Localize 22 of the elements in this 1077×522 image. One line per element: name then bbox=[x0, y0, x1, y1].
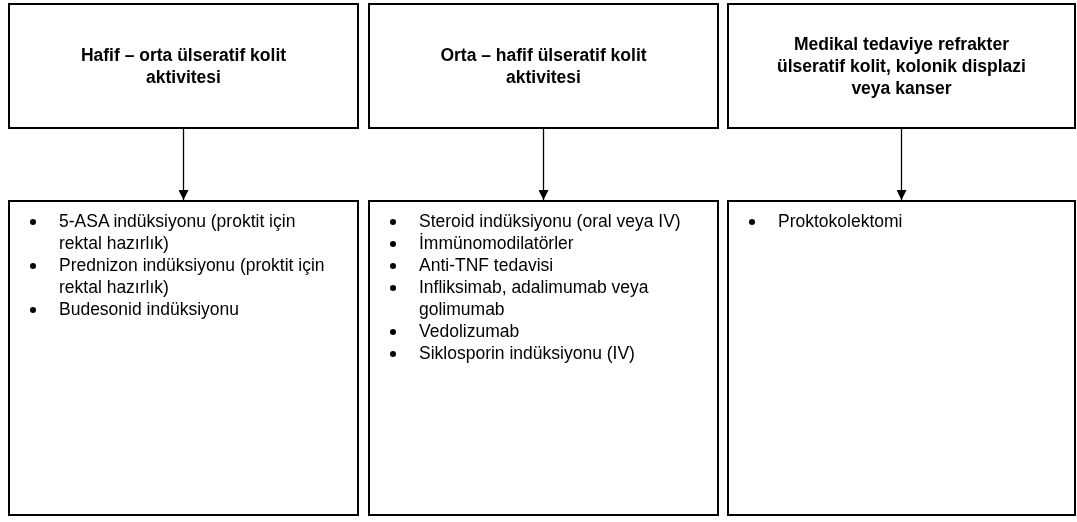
list-item: Infliksimab, adalimumab veya golimumab bbox=[419, 277, 649, 319]
arrow bbox=[178, 128, 189, 201]
arrow bbox=[896, 128, 907, 201]
heading-box bbox=[727, 3, 1076, 129]
list-box bbox=[727, 200, 1076, 516]
list-item: Siklosporin indüksiyonu (IV) bbox=[419, 343, 635, 363]
box-heading: Orta – hafif ülseratif kolit aktivitesi bbox=[439, 44, 648, 88]
list-box bbox=[8, 200, 359, 516]
box-heading: Hafif – orta ülseratif kolit aktivitesi bbox=[79, 44, 288, 88]
arrow bbox=[538, 128, 549, 201]
heading-box bbox=[368, 3, 719, 129]
list-item: İmmünomodilatörler bbox=[419, 233, 574, 253]
list-item: Prednizon indüksiyonu (proktit için rektal hazırlık) bbox=[59, 255, 325, 297]
list-box bbox=[368, 200, 719, 516]
list-item: Anti-TNF tedavisi bbox=[419, 255, 554, 275]
list-item: 5-ASA indüksiyonu (proktit için rektal hazırlık) bbox=[59, 211, 296, 253]
list-item: Vedolizumab bbox=[419, 321, 520, 341]
heading-box bbox=[8, 3, 359, 129]
list-item: Proktokolektomi bbox=[778, 211, 903, 231]
list-item: Steroid indüksiyonu (oral veya IV) bbox=[419, 211, 681, 231]
list-item: Budesonid indüksiyonu bbox=[59, 299, 239, 319]
box-heading: Medikal tedaviye refrakter ülseratif kolit, kolonik displazi veya kanser bbox=[776, 33, 1027, 99]
